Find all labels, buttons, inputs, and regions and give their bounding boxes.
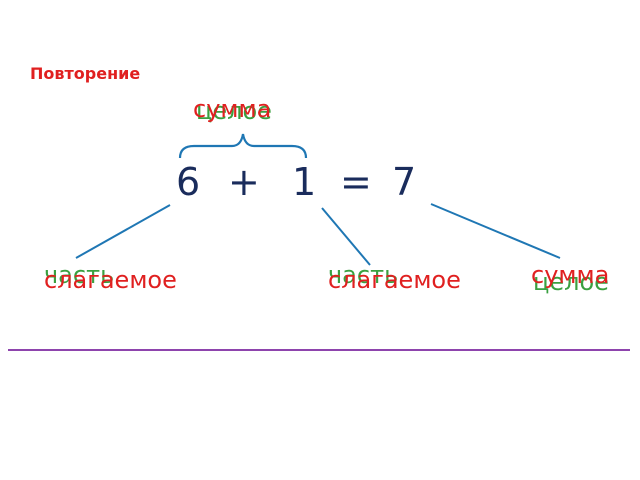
middle-label-part: часть (328, 261, 399, 289)
middle-label-addend: слагаемое (328, 266, 461, 294)
left-label-part: часть (44, 261, 115, 289)
equation-equals: = (340, 160, 372, 204)
equation-b: 1 (292, 160, 317, 204)
equation-plus: + (228, 160, 260, 204)
right-label-sum: сумма (531, 261, 610, 289)
brace (178, 133, 308, 159)
top-label-sum: сумма (193, 95, 272, 123)
right-label-whole: целое (533, 268, 609, 296)
page-title: Повторение (30, 64, 141, 83)
equation-result: 7 (392, 160, 417, 204)
top-label-whole: целое (196, 97, 272, 125)
line-middle (321, 207, 371, 266)
equation-a: 6 (176, 160, 201, 204)
line-right (430, 203, 561, 259)
line-left (75, 204, 171, 259)
left-label-addend: слагаемое (44, 266, 177, 294)
